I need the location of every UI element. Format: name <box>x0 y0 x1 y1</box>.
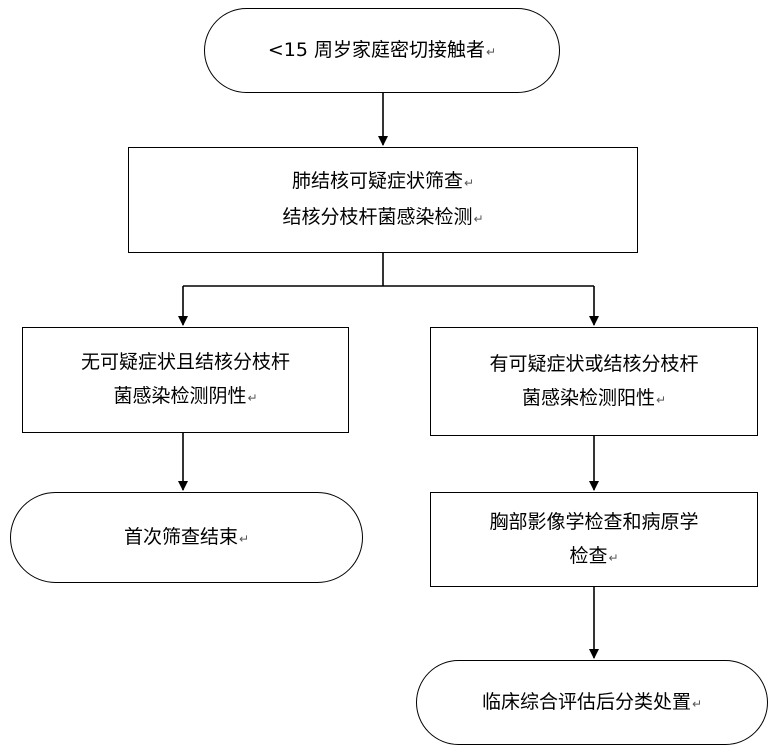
paragraph-mark: ↵ <box>608 550 619 565</box>
paragraph-mark: ↵ <box>655 392 667 407</box>
screening-node-line-2: 结核分枝杆菌感染检测 <box>282 206 473 228</box>
positive-result-line-1: 有可疑症状或结核分枝杆 <box>489 352 699 375</box>
negative-result-line-1: 无可疑症状且结核分枝杆 <box>80 351 290 373</box>
paragraph-mark: ↵ <box>473 212 484 226</box>
clinical-assessment-node: 临床综合评估后分类处置↵ <box>416 660 768 745</box>
screening-node-line-1: 肺结核可疑症状筛查 <box>291 170 463 192</box>
paragraph-mark: ↵ <box>463 176 475 190</box>
positive-result-node: 有可疑症状或结核分枝杆 菌感染检测阳性↵ <box>430 327 758 436</box>
screening-end-node: 首次筛查结束↵ <box>10 492 363 583</box>
negative-result-node: 无可疑症状且结核分枝杆 菌感染检测阴性↵ <box>22 327 349 433</box>
paragraph-mark: ↵ <box>238 531 250 546</box>
clinical-assessment-text: 临床综合评估后分类处置 <box>481 690 691 713</box>
imaging-node: 胸部影像学检查和病原学 检查↵ <box>430 492 758 587</box>
positive-result-line-2: 菌感染检测阳性 <box>521 386 655 409</box>
paragraph-mark: ↵ <box>247 391 258 405</box>
imaging-node-line-2: 检查 <box>569 544 608 567</box>
screening-node: 肺结核可疑症状筛查↵ 结核分枝杆菌感染检测↵ <box>128 147 638 253</box>
paragraph-mark: ↵ <box>691 696 703 711</box>
start-node-text: <15 周岁家庭密切接触者 <box>267 38 486 61</box>
negative-result-line-2: 菌感染检测阴性 <box>113 385 247 407</box>
paragraph-mark: ↵ <box>486 44 497 59</box>
start-node: <15 周岁家庭密切接触者↵ <box>204 8 560 93</box>
screening-end-text: 首次筛查结束 <box>123 525 238 548</box>
imaging-node-line-1: 胸部影像学检查和病原学 <box>489 510 699 533</box>
